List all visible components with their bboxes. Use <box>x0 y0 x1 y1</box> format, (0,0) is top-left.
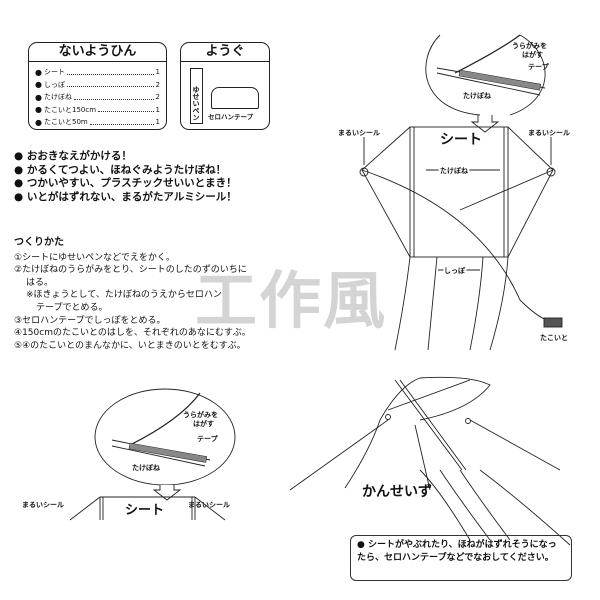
contents-title: ないようひん <box>29 43 166 62</box>
tools-title: ようぐ <box>181 43 269 62</box>
instructions: つくりかた ①シートにゆせいペンなどでえをかく。 ②たけぼねのうらがみをとり、シ… <box>14 237 304 352</box>
step: ②たけぼねのうらがみをとり、シートのしたのずのいちに <box>14 265 247 276</box>
bullet-icon: ● <box>35 92 42 102</box>
step-note: テープでとめる。 <box>36 302 108 313</box>
step: はる。 <box>26 277 54 288</box>
feature-item: ● かるくてつよい、ほねぐみようたけぼね！ <box>14 163 227 176</box>
svg-text:シート: シート <box>125 503 164 518</box>
tape-label: テープ <box>528 62 550 71</box>
tape-detail-bubble-top: うらがみを はがす テープ たけぼね <box>425 34 550 133</box>
svg-text:まるいシール: まるいシール <box>22 500 64 509</box>
svg-text:うらがみを: うらがみを <box>183 410 218 419</box>
seal-label-right: まるいシール <box>528 128 570 137</box>
step: ④150cmのたこいとのはしを、それぞれのあなにむすぶ。 <box>14 328 251 339</box>
spar-label: たけぼね <box>463 91 492 100</box>
bullet-icon: ● <box>35 117 42 127</box>
tools-box: ようぐ ゆせいペン セロハンテープ <box>180 42 270 130</box>
watermark-logo: 工作風 <box>195 264 388 337</box>
instructions-title: つくりかた <box>14 237 64 248</box>
seal-label-left: まるいシール <box>338 128 380 137</box>
feature-item: ● いとがはずれない、まるがたアルミシール！ <box>14 190 237 203</box>
spar-label: たけぼね <box>440 166 469 175</box>
repair-note: ● シートがやぶれたり、ほねがはずれそうになったら、セロハンテープなどでなおして… <box>350 535 572 581</box>
marker-pen-icon: ゆせいペン <box>190 68 203 124</box>
svg-text:はがす: はがす <box>193 419 214 428</box>
step: ①シートにゆせいペンなどでえをかく。 <box>14 252 175 263</box>
bullet-icon: ● <box>35 105 42 115</box>
tail-label: しっぽ <box>444 266 466 275</box>
feature-list: ● おおきなえがかける！ ● かるくてつよい、ほねぐみようたけぼね！ ● つかい… <box>14 150 237 204</box>
tape-dispenser-icon <box>211 87 259 109</box>
svg-text:たけぼね: たけぼね <box>132 463 161 472</box>
completed-label: かんせいず <box>362 483 432 500</box>
feature-item: ● おおきなえがかける！ <box>14 150 132 162</box>
sheet-label: シート <box>440 132 482 148</box>
completed-kite-diagram: かんせいず <box>289 376 571 546</box>
step-note: ※ほきょうとして、たけぼねのうえからセロハン <box>26 290 222 301</box>
kite-assembly-diagram: シート たけぼね しっぽ まるいシール まるいシール たこいと <box>338 126 570 351</box>
kite-string-label: たこいと <box>540 333 568 342</box>
svg-text:まるいシール: まるいシール <box>188 500 230 509</box>
svg-text:テープ: テープ <box>197 434 219 443</box>
bullet-icon: ● <box>35 80 42 90</box>
peel-label-2: はがす <box>522 50 543 59</box>
feature-item: ● つかいやすい、プラスチックせいいとまき！ <box>14 177 237 189</box>
peel-label: うらがみを <box>512 41 547 50</box>
tape-label: セロハンテープ <box>208 113 254 121</box>
step: ⑤④のたこいとのまんなかに、いとまきのいとをむすぶ。 <box>14 340 246 351</box>
step: ③セロハンテープでしっぽをとめる。 <box>14 315 166 326</box>
bullet-icon: ● <box>35 67 42 77</box>
tape-detail-bubble-bottom: うらがみを はがす テープ たけぼね シート まるいシール まるいシール <box>22 388 236 521</box>
